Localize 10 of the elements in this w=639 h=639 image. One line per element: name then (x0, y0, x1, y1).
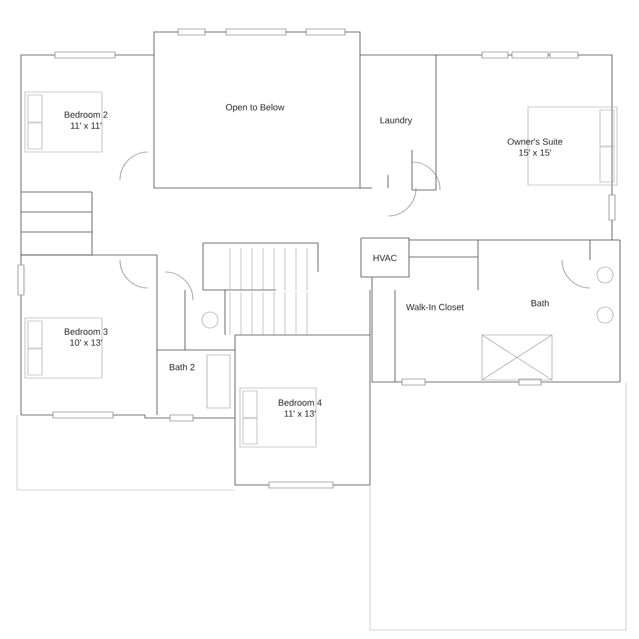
room-label: Bedroom 2 11' x 11' (64, 111, 108, 129)
room-label: Bath 2 (170, 364, 194, 370)
room-label: Open to Below (226, 104, 284, 112)
room-label: Laundry (380, 116, 412, 126)
room-label: Walk-In Closet (406, 304, 464, 310)
room-label: Owner's Suite 15' x 15' (508, 138, 562, 156)
room-label: Bedroom 3 10' x 13' (64, 328, 108, 346)
room-label: Bedroom 4 11' x 13' (278, 399, 322, 417)
room-label: HVAC (374, 254, 397, 262)
room-label: Bath (532, 300, 549, 306)
